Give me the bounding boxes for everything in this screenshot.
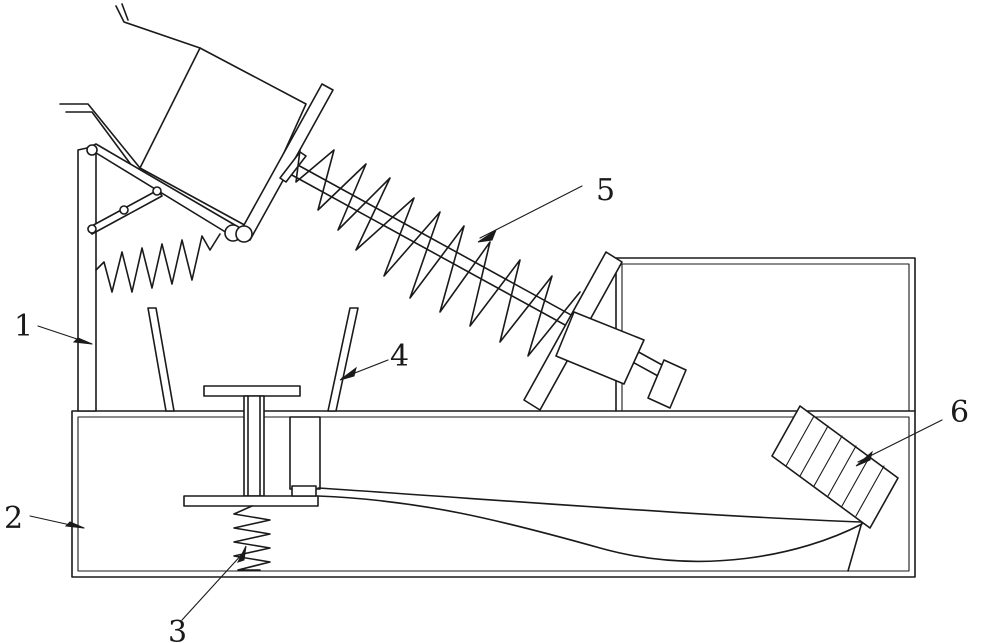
bottom-spring xyxy=(181,505,271,621)
hopper xyxy=(59,3,334,241)
left-frame xyxy=(77,145,97,412)
label-2: 2 xyxy=(4,501,23,536)
roller-coil xyxy=(771,405,943,529)
label-arrows xyxy=(29,325,93,529)
label-5: 5 xyxy=(596,173,615,208)
label-6: 6 xyxy=(950,395,969,430)
label-4: 4 xyxy=(390,339,409,374)
belt xyxy=(317,487,863,572)
guide-plates xyxy=(147,307,389,412)
part-labels: 1 2 3 4 5 6 xyxy=(4,173,969,643)
label-3: 3 xyxy=(168,615,187,643)
left-spring xyxy=(95,233,221,293)
linkage xyxy=(86,143,253,243)
lower-housing xyxy=(71,410,916,578)
label-1: 1 xyxy=(14,309,33,344)
diagonal-spring-assembly xyxy=(279,149,687,411)
plunger-assembly xyxy=(183,385,321,507)
